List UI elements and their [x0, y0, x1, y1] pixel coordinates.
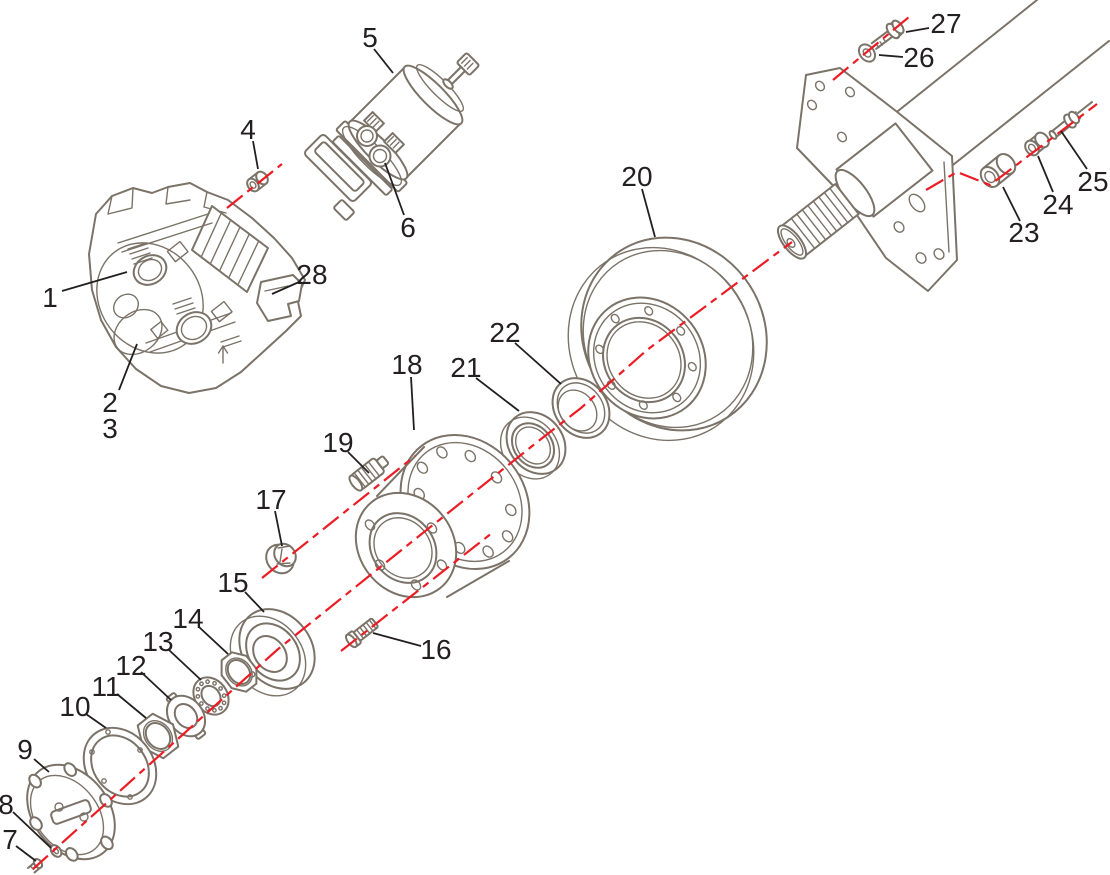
callout-leader-27 — [905, 27, 930, 33]
callout-leader-16 — [372, 632, 422, 647]
callout-label-26: 26 — [903, 42, 934, 73]
callout-leader-15 — [244, 591, 265, 613]
callout-leader-28 — [271, 281, 300, 295]
part-spindle — [776, 122, 934, 260]
callout-leader-23 — [1002, 186, 1021, 222]
pushrod — [445, 65, 467, 87]
part-caliper-assembly — [88, 182, 306, 394]
part-rotor — [567, 236, 768, 442]
callout-label-15: 15 — [217, 567, 248, 598]
centerline-flange-bolt — [832, 16, 910, 81]
part-air-chamber-assembly — [304, 52, 480, 221]
callout-label-19: 19 — [322, 427, 353, 458]
callout-label-2: 2 — [102, 387, 118, 418]
callout-leader-8 — [12, 811, 52, 849]
centerline-main-axis — [32, 241, 793, 870]
callout-leader-22 — [514, 342, 562, 385]
part-hub — [354, 433, 531, 599]
part-bushing-23 — [979, 153, 1017, 188]
callout-label-23: 23 — [1008, 217, 1039, 248]
callout-label-14: 14 — [172, 603, 203, 634]
centerline-stud-upper — [261, 455, 416, 579]
callout-leader-6 — [384, 162, 405, 216]
callout-label-28: 28 — [296, 259, 327, 290]
callout-leader-21 — [475, 377, 520, 412]
callout-label-21: 21 — [450, 352, 481, 383]
centerline-stud-lower — [340, 532, 493, 652]
callout-leader-20 — [641, 188, 656, 238]
orientation-arrow-icon — [217, 345, 229, 364]
callout-leader-14 — [198, 626, 229, 655]
callout-leader-2 — [118, 343, 138, 391]
part-spindle-nut-14 — [220, 651, 258, 693]
callout-label-27: 27 — [930, 8, 961, 39]
callout-label-7: 7 — [2, 824, 18, 855]
callout-layer: 1234567891011121314151617181920212223242… — [0, 8, 1109, 862]
callout-label-24: 24 — [1042, 189, 1073, 220]
callout-leader-11 — [116, 693, 147, 719]
centerlines — [32, 16, 1098, 870]
callout-leader-24 — [1037, 155, 1054, 193]
callout-label-3: 3 — [102, 413, 118, 444]
callout-label-4: 4 — [240, 114, 256, 145]
callout-label-8: 8 — [0, 789, 14, 820]
callout-leader-9 — [33, 758, 50, 773]
callout-label-13: 13 — [142, 626, 173, 657]
callout-label-11: 11 — [91, 671, 120, 702]
callout-label-5: 5 — [362, 22, 378, 53]
part-flange-nut-17 — [265, 542, 297, 575]
part-bolt-16 — [345, 617, 379, 649]
callout-leader-7 — [15, 845, 37, 862]
centerline-axle-end — [925, 103, 1098, 191]
part-axle-beam — [892, 0, 1110, 181]
callout-label-12: 12 — [115, 650, 146, 681]
callout-label-25: 25 — [1077, 166, 1108, 197]
part-grease-cap-9 — [26, 762, 116, 862]
part-fitting-6 — [356, 111, 405, 168]
callout-label-9: 9 — [17, 734, 33, 765]
callout-leader-5 — [373, 48, 394, 74]
callout-leader-10 — [85, 713, 107, 729]
callout-label-17: 17 — [255, 484, 286, 515]
callout-label-16: 16 — [420, 634, 451, 665]
callout-leader-13 — [168, 649, 202, 681]
part-pin-25 — [1048, 101, 1093, 140]
part-spacer-24 — [1024, 131, 1050, 157]
callout-label-10: 10 — [59, 691, 90, 722]
callout-leader-18 — [410, 376, 415, 431]
callout-leader-1 — [61, 271, 128, 292]
callout-label-6: 6 — [400, 212, 416, 243]
callout-leader-19 — [347, 451, 370, 474]
callout-leader-25 — [1060, 130, 1088, 170]
centerline-caliper-mount — [226, 163, 283, 209]
callout-leader-4 — [252, 140, 259, 170]
callout-label-20: 20 — [621, 161, 652, 192]
callout-leader-12 — [140, 671, 172, 701]
callout-label-1: 1 — [42, 282, 58, 313]
callout-leader-17 — [274, 510, 283, 547]
callout-label-22: 22 — [489, 317, 520, 348]
callout-label-18: 18 — [391, 349, 422, 380]
callout-leader-26 — [878, 54, 904, 58]
